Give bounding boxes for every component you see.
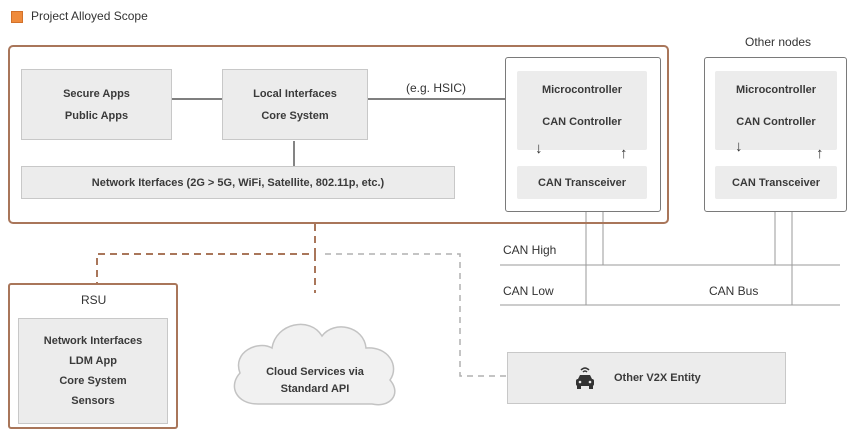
ecu-can-controller-label: CAN Controller (542, 116, 622, 128)
rsu-sensors-label: Sensors (71, 395, 115, 407)
v2x-dashed-link (325, 253, 507, 377)
project-scope-box (8, 45, 669, 224)
rsu-dashed-link (96, 224, 316, 283)
ecu-arrow-down-icon: ↓ (535, 140, 543, 157)
ecu-can-transceiver-label: CAN Transceiver (537, 177, 627, 189)
other-arrow-up-icon: ↑ (816, 145, 824, 162)
legend-swatch (11, 11, 23, 23)
v2x-entity-box: Other V2X Entity (507, 352, 786, 404)
public-apps-label: Public Apps (64, 109, 129, 122)
cloud-line-2: Standard API (280, 383, 350, 395)
legend-label: Project Alloyed Scope (31, 9, 148, 23)
rsu-components-box: Network Interfaces LDM App Core System S… (18, 318, 168, 424)
can-bus-label: CAN Bus (709, 284, 759, 298)
local-interfaces-label: Local Interfaces (253, 87, 337, 100)
network-interfaces-label: Network Iterfaces (2G > 5G, WiFi, Satell… (91, 176, 385, 189)
ecu-transceiver-area (517, 166, 647, 199)
rsu-core-system-label: Core System (59, 375, 127, 387)
secure-apps-label: Secure Apps (63, 87, 130, 100)
ecu-microcontroller-label: Microcontroller (541, 84, 623, 96)
other-can-transceiver-label: CAN Transceiver (731, 177, 821, 189)
can-low-label: CAN Low (503, 284, 554, 298)
cloud-shape (233, 323, 396, 406)
network-interfaces-box: Network Iterfaces (2G > 5G, WiFi, Satell… (21, 166, 455, 199)
hsic-label: (e.g. HSIC) (406, 81, 467, 95)
ecu-controller-area (517, 71, 647, 150)
cloud-line-1: Cloud Services via (266, 366, 364, 378)
other-nodes-title: Other nodes (745, 35, 812, 49)
other-can-controller-label: CAN Controller (736, 116, 816, 128)
other-microcontroller-label: Microcontroller (735, 84, 817, 96)
other-transceiver-area (715, 166, 837, 199)
other-controller-area (715, 71, 837, 150)
rsu-title: RSU (81, 293, 107, 307)
local-interfaces-box: Local Interfaces Core System (222, 69, 368, 140)
v2x-entity-label: Other V2X Entity (614, 372, 701, 384)
core-system-label: Core System (261, 109, 329, 122)
apps-box: Secure Apps Public Apps (21, 69, 172, 140)
can-high-label: CAN High (503, 243, 557, 257)
car-wireless-icon (574, 365, 596, 391)
rsu-ldm-app-label: LDM App (69, 355, 117, 367)
other-arrow-down-icon: ↓ (735, 138, 743, 155)
rsu-network-interfaces-label: Network Interfaces (43, 335, 143, 347)
cloud-services-label: Cloud Services via Standard API (250, 364, 380, 398)
ecu-arrow-up-icon: ↑ (620, 145, 628, 162)
rsu-box (8, 283, 178, 429)
